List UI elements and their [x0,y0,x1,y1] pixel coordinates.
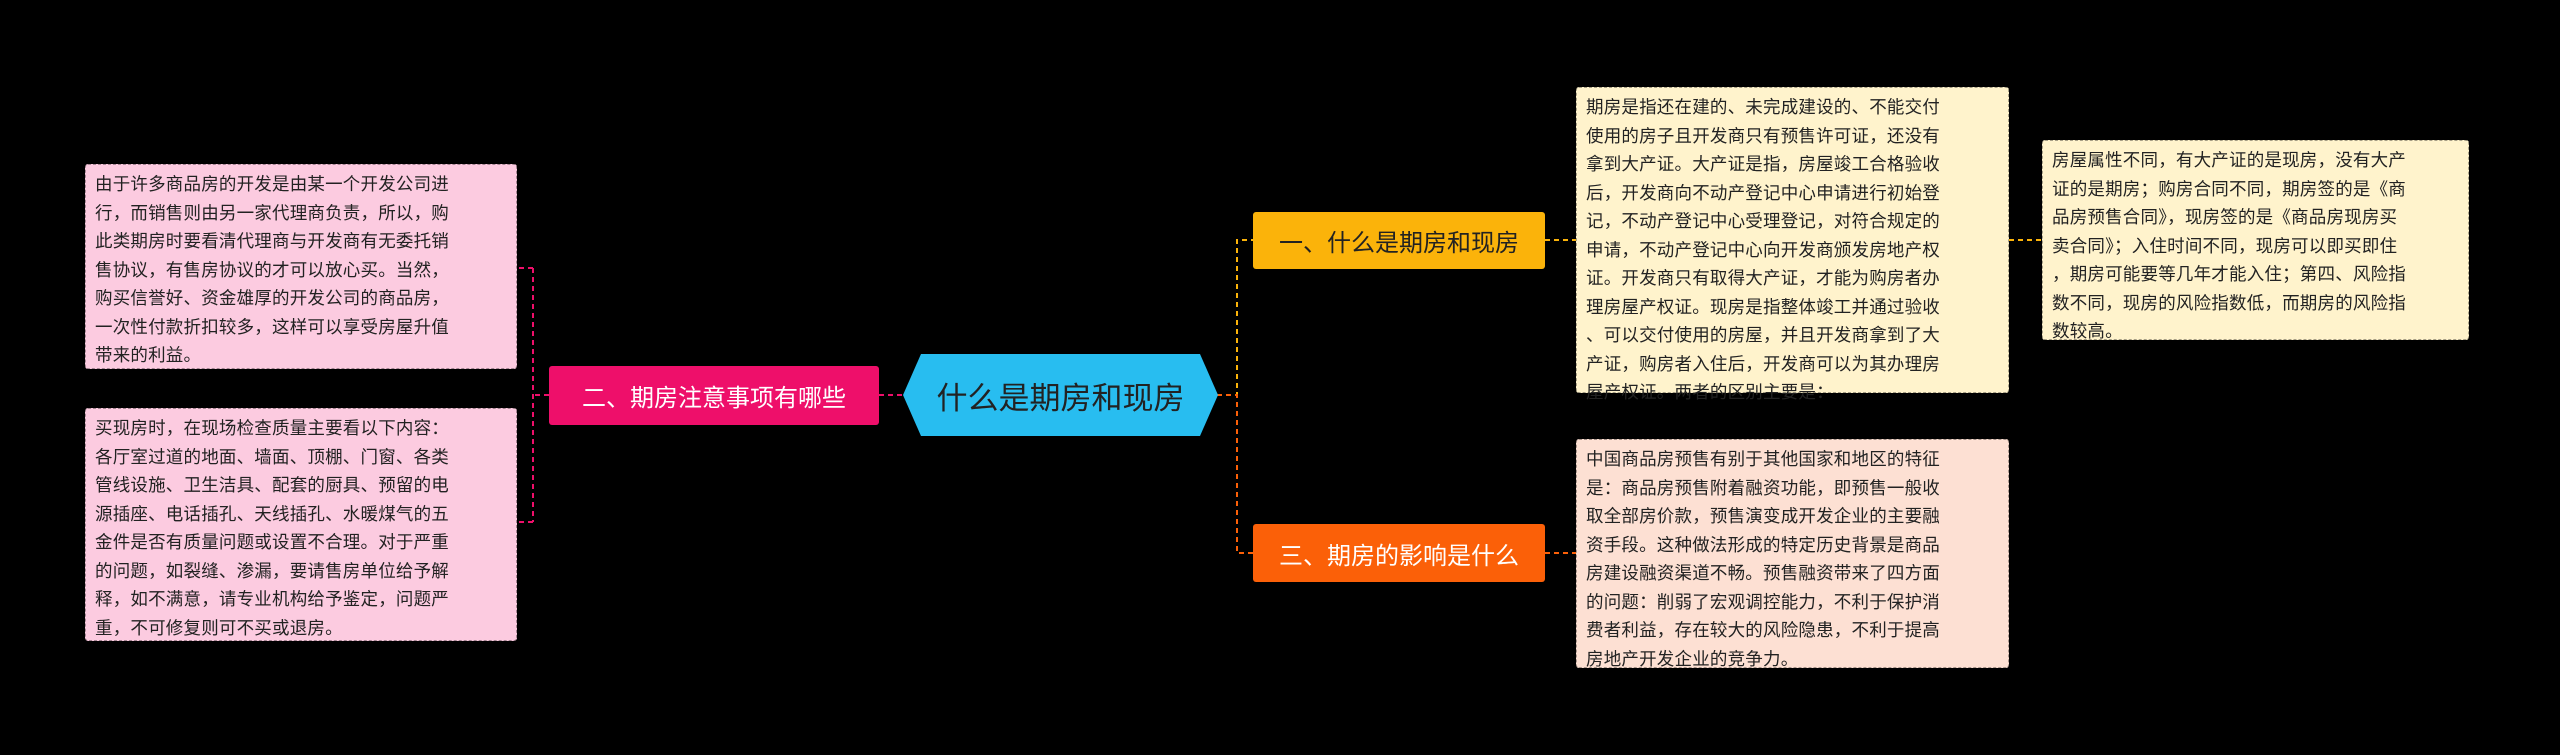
root-hexagon-shape [903,354,1218,436]
root-node[interactable]: 什么是期房和现房 [903,354,1218,436]
note-differences[interactable]: 房屋属性不同，有大产证的是现房，没有大产 证的是期房；购房合同不同，期房签的是《… [2042,140,2469,342]
branch-what-is-presale-and-existing[interactable]: 一、什么是期房和现房 [1253,212,1545,269]
note-definition[interactable]: 期房是指还在建的、未完成建设的、不能交付 使用的房子且开发商只有预售许可证，还没… [1576,87,2009,403]
root-label: 什么是期房和现房 [936,380,1185,417]
note-developer-agent-check[interactable]: 由于许多商品房的开发是由某一个开发公司进 行，而销售则由另一家代理商负责，所以，… [85,164,517,369]
branch-presale-impact[interactable]: 三、期房的影响是什么 [1253,524,1545,582]
connector-root-b1 [1217,239,1253,396]
connector-b2-notes [517,267,549,523]
note-presale-financing-impact[interactable]: 中国商品房预售有别于其他国家和地区的特征 是：商品房预售附着融资功能，即预售一般… [1576,439,2009,670]
connector-root-b3 [1217,394,1253,554]
branch-presale-precautions[interactable]: 二、期房注意事项有哪些 [549,366,879,425]
note-quality-inspection[interactable]: 买现房时，在现场检查质量主要看以下内容： 各厅室过道的地面、墙面、顶棚、门窗、各… [85,408,517,641]
